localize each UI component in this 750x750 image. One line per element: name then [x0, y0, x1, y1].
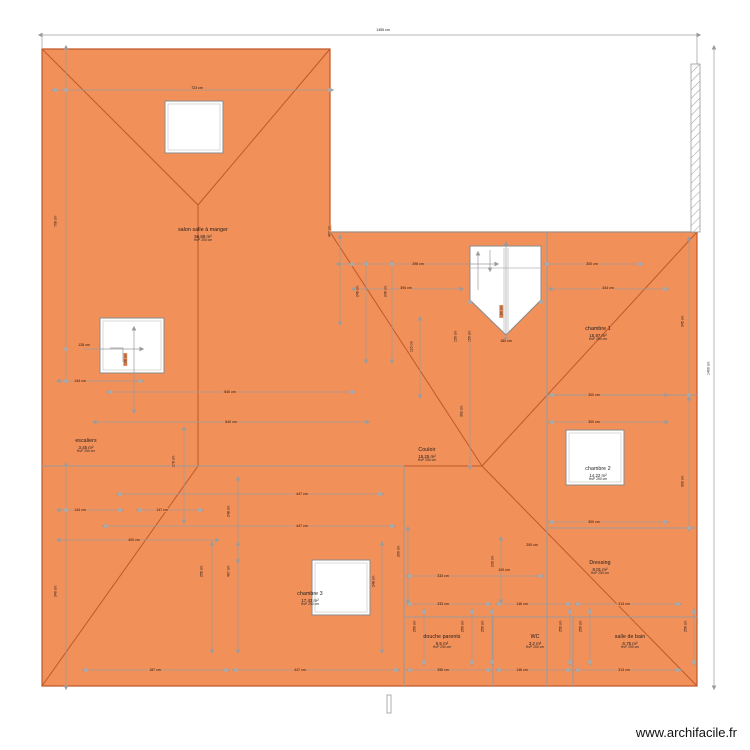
entry-door-marker[interactable] [386, 694, 392, 714]
dimension-nodes[interactable] [53, 88, 696, 672]
watermark: www.archifacile.fr [635, 725, 737, 740]
window-salon-top[interactable] [164, 100, 224, 154]
hatched-exterior-wall [690, 63, 701, 233]
window-chambre2[interactable] [565, 429, 625, 486]
window-escaliers[interactable] [99, 317, 165, 374]
window-chambre3[interactable] [311, 559, 371, 616]
